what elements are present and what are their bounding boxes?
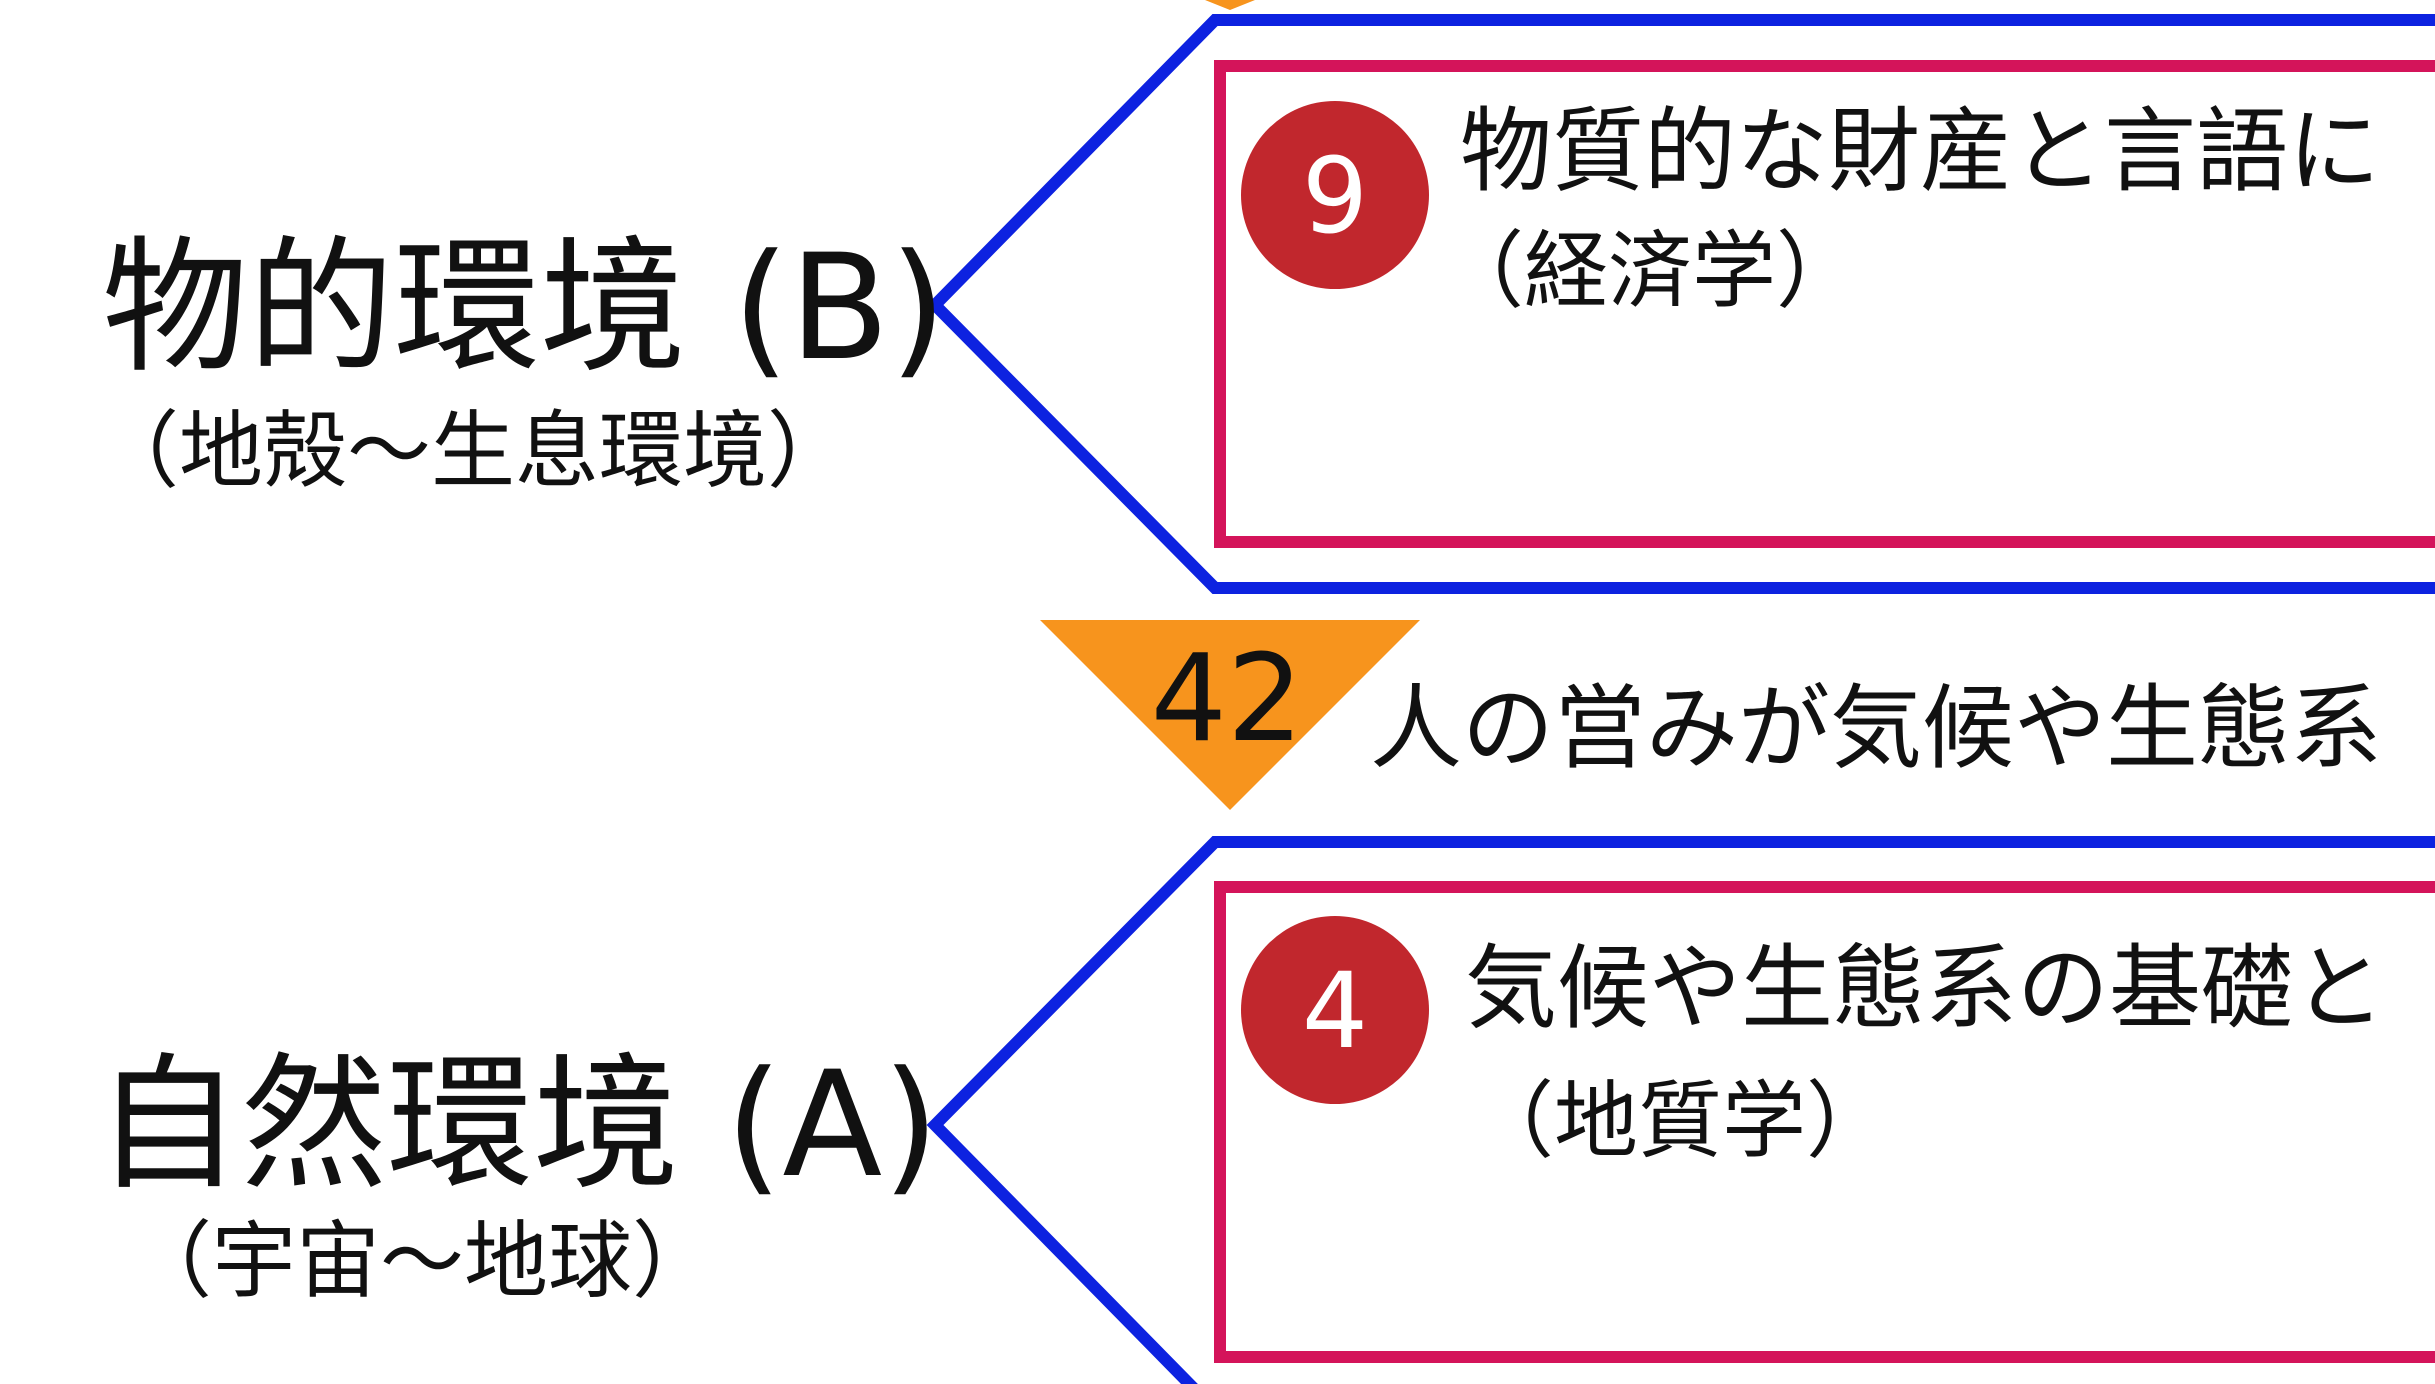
natural-badge-number: 4 — [1302, 950, 1368, 1072]
physical-badge — [1241, 101, 1429, 289]
physical-environment-title: 物的環境 (B) — [102, 223, 947, 393]
natural-environment-section: 4 気候や生態系の基礎と （地質学） 自然環境 (A) （宇宙〜地球） — [95, 836, 2435, 1384]
physical-environment-section: 9 物質的な財産と言語に （経済学） 物的環境 (B) （地殻〜生息環境） — [95, 14, 2435, 594]
physical-environment-subtitle: （地殻〜生息環境） — [95, 402, 851, 500]
natural-badge — [1241, 916, 1429, 1104]
natural-environment-subtitle: （宇宙〜地球） — [128, 1212, 716, 1310]
physical-box-subtitle: （経済学） — [1440, 222, 1860, 320]
connector-triangle — [1040, 620, 1420, 810]
natural-inner-frame — [1214, 881, 2435, 1363]
natural-box-subtitle: （地質学） — [1470, 1072, 1890, 1170]
physical-box-title: 物質的な財産と言語に — [1460, 98, 2380, 205]
natural-outer-frame — [926, 836, 2435, 1384]
physical-badge-number: 9 — [1302, 135, 1368, 257]
physical-outer-frame — [926, 14, 2435, 594]
natural-environment-title: 自然環境 (A) — [95, 1040, 939, 1210]
top-connector-triangle-tip — [1205, 0, 1255, 10]
physical-inner-frame — [1214, 60, 2435, 548]
connector-number: 42 — [1151, 630, 1304, 769]
connector-42: 42 人の営みが気候や生態系 — [1040, 620, 2382, 810]
natural-box-title: 気候や生態系の基礎と — [1465, 935, 2385, 1042]
connector-text: 人の営みが気候や生態系 — [1370, 675, 2382, 782]
